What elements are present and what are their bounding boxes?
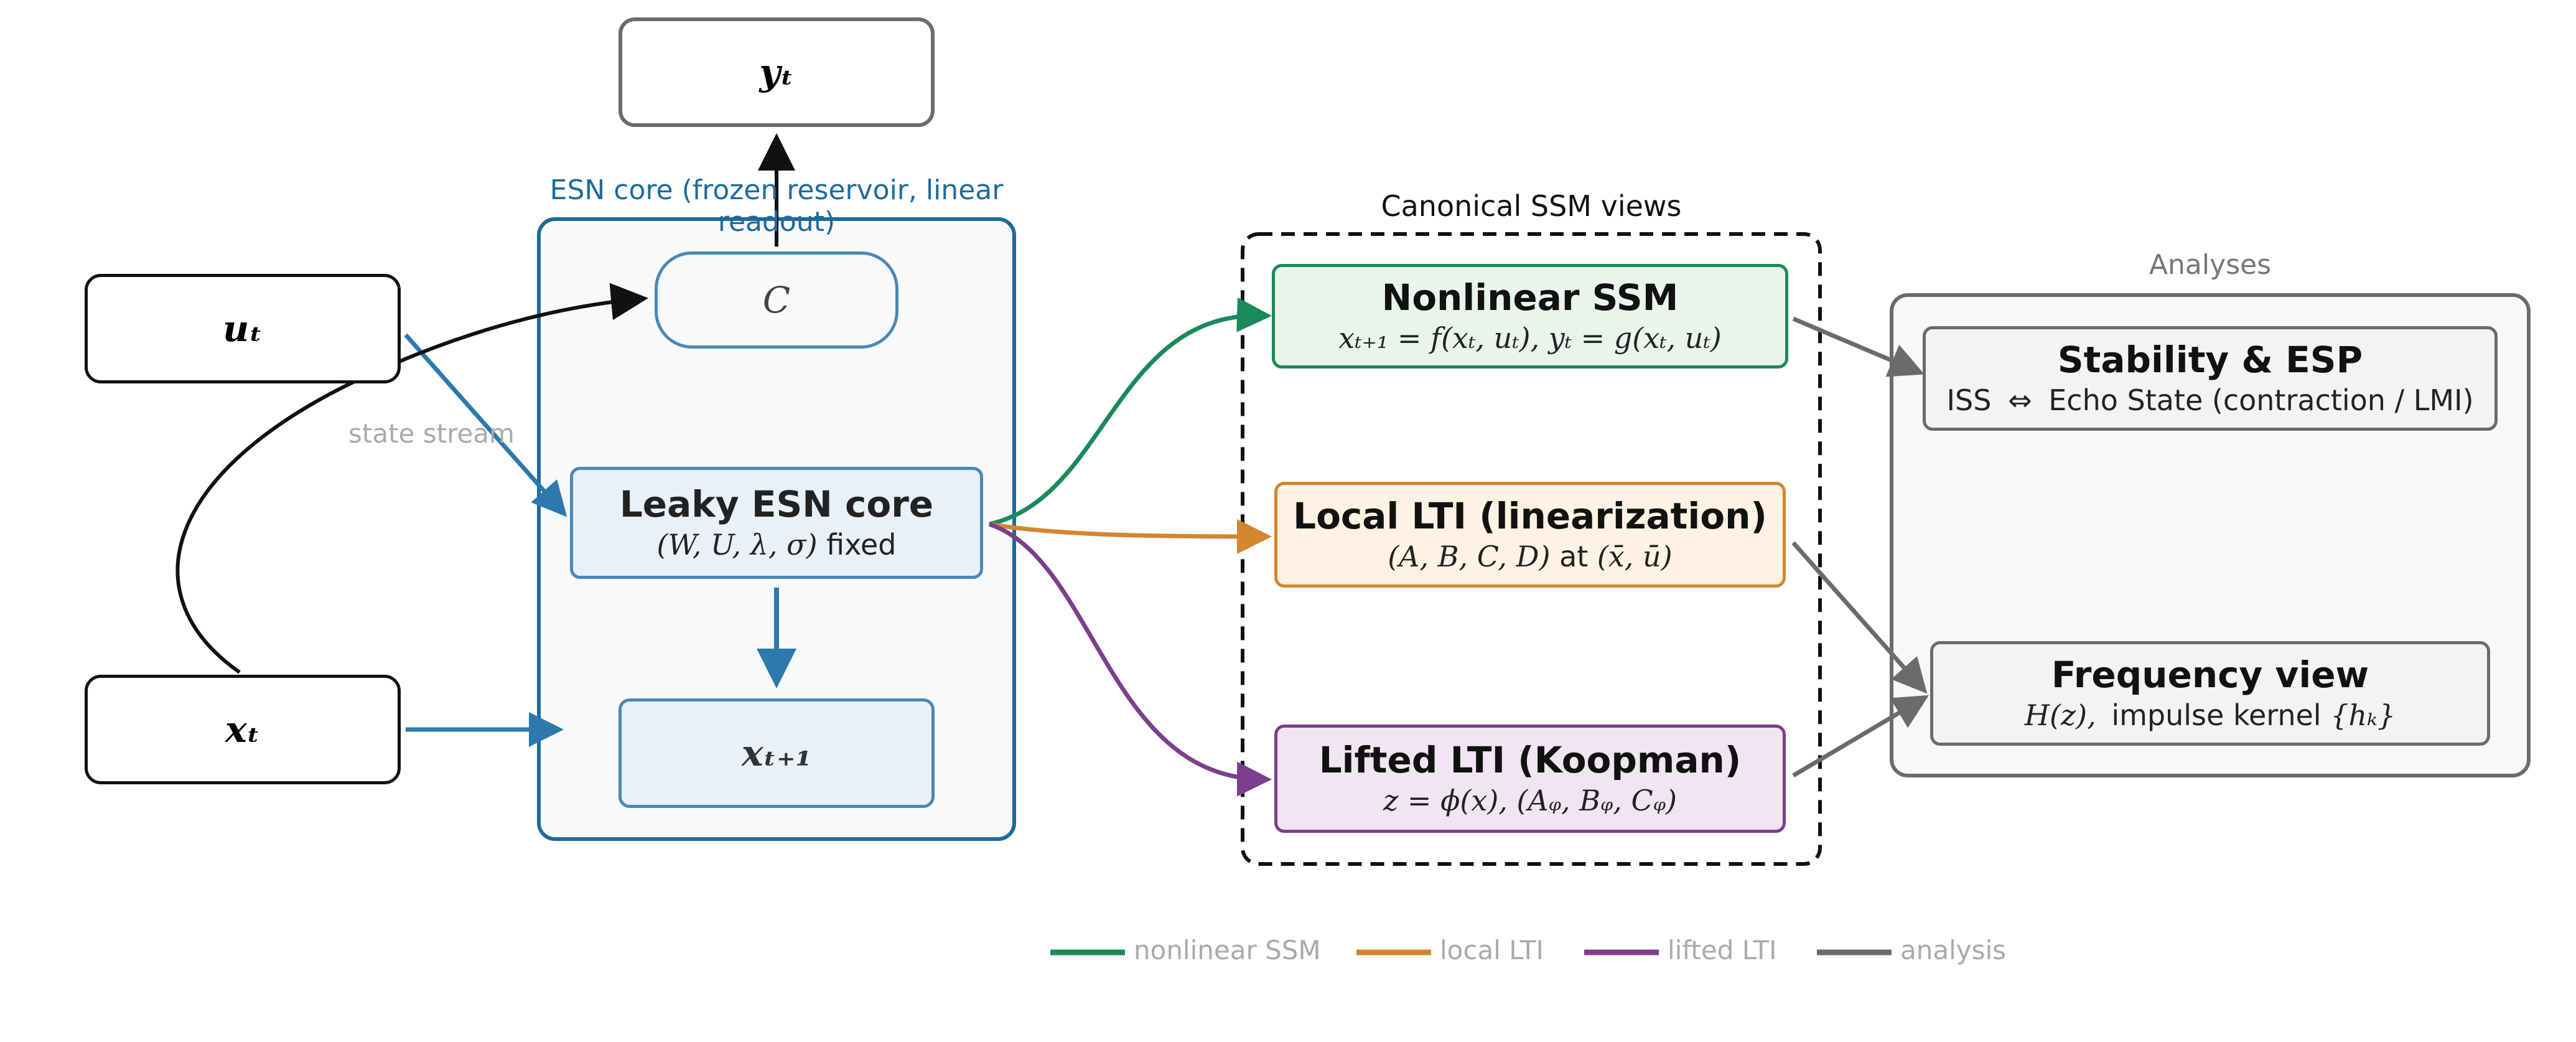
arrow-u-to-core	[404, 333, 567, 517]
state-stream-curve	[175, 283, 648, 674]
arrow-nonlinear-to-stability	[1792, 316, 1925, 377]
stability-esp-line: ISS ⇔ Echo State (contraction / LMI)	[1946, 383, 2473, 418]
arrow-lifted-to-frequency	[1792, 695, 1930, 778]
state-x-label: xₜ	[225, 708, 261, 751]
local-lti-formula-line: (A, B, C, D) at (x̄, ū)	[1388, 540, 1672, 574]
frequency-impulse-label: impulse kernel	[2111, 698, 2322, 732]
stability-esp-title: Stability & ESP	[2057, 339, 2363, 382]
stability-echo-state: Echo State (contraction / LMI)	[2048, 383, 2474, 417]
local-lti-box: Local LTI (linearization) (A, B, C, D) a…	[1274, 482, 1786, 588]
frequency-view-box: Frequency view H(z), impulse kernel {hₖ}	[1930, 641, 2490, 746]
stability-esp-box: Stability & ESP ISS ⇔ Echo State (contra…	[1923, 326, 2498, 431]
legend-nonlinear: nonlinear SSM	[1134, 935, 1321, 965]
readout-c-box: C	[655, 251, 898, 349]
input-u-label: uₜ	[223, 307, 263, 350]
frequency-kernel: {hₖ}	[2330, 698, 2396, 732]
arrow-core-to-lifted	[988, 522, 1272, 797]
local-lti-point: (x̄, ū)	[1597, 539, 1673, 573]
leaky-core-title: Leaky ESN core	[619, 483, 934, 526]
nonlinear-ssm-box: Nonlinear SSM xₜ₊₁ = f(xₜ, uₜ), yₜ = g(x…	[1272, 264, 1788, 368]
stability-iss: ISS	[1946, 383, 1992, 417]
arrow-core-to-nonlinear	[989, 297, 1272, 527]
arrow-local-to-frequency	[1791, 541, 1928, 694]
local-lti-at: at	[1559, 539, 1589, 573]
legend-lifted: lifted LTI	[1668, 935, 1777, 965]
leaky-core-suffix: fixed	[826, 527, 897, 561]
arrow-core-to-local	[989, 519, 1272, 554]
legend-analysis: analysis	[1900, 935, 2007, 965]
lifted-lti-formula: z = ϕ(x), (Aᵩ, Bᵩ, Cᵩ)	[1383, 783, 1677, 817]
local-lti-title: Local LTI (linearization)	[1293, 495, 1767, 538]
legend-local: local LTI	[1440, 935, 1544, 965]
readout-c-label: C	[762, 279, 791, 321]
state-stream-label: state stream	[348, 418, 515, 449]
lifted-lti-title: Lifted LTI (Koopman)	[1318, 739, 1742, 782]
frequency-view-line: H(z), impulse kernel {hₖ}	[2025, 698, 2396, 733]
output-y-box: yₜ	[618, 17, 935, 127]
leaky-core-params-line: (W, U, λ, σ) fixed	[657, 528, 897, 562]
input-u-box: uₜ	[85, 274, 401, 383]
canonical-views-label: Canonical SSM views	[1381, 189, 1682, 223]
output-y-label: yₜ	[759, 51, 794, 93]
leaky-core-params: (W, U, λ, σ)	[656, 527, 818, 561]
nonlinear-ssm-title: Nonlinear SSM	[1381, 276, 1679, 319]
frequency-transfer: H(z),	[2024, 698, 2096, 732]
lifted-lti-box: Lifted LTI (Koopman) z = ϕ(x), (Aᵩ, Bᵩ, …	[1274, 725, 1786, 833]
nonlinear-ssm-formula: xₜ₊₁ = f(xₜ, uₜ), yₜ = g(xₜ, uₜ)	[1338, 321, 1722, 355]
local-lti-formula: (A, B, C, D)	[1388, 539, 1551, 573]
next-state-box: xₜ₊₁	[618, 698, 935, 808]
esn-core-label: ESN core (frozen reservoir, linear reado…	[549, 174, 1004, 238]
next-state-label: xₜ₊₁	[741, 732, 812, 774]
frequency-view-title: Frequency view	[2051, 654, 2369, 697]
state-x-box: xₜ	[85, 675, 401, 784]
analyses-label: Analyses	[2149, 249, 2272, 281]
stability-equiv-symbol: ⇔	[2008, 383, 2032, 417]
leaky-esn-core-box: Leaky ESN core (W, U, λ, σ) fixed	[570, 467, 983, 579]
